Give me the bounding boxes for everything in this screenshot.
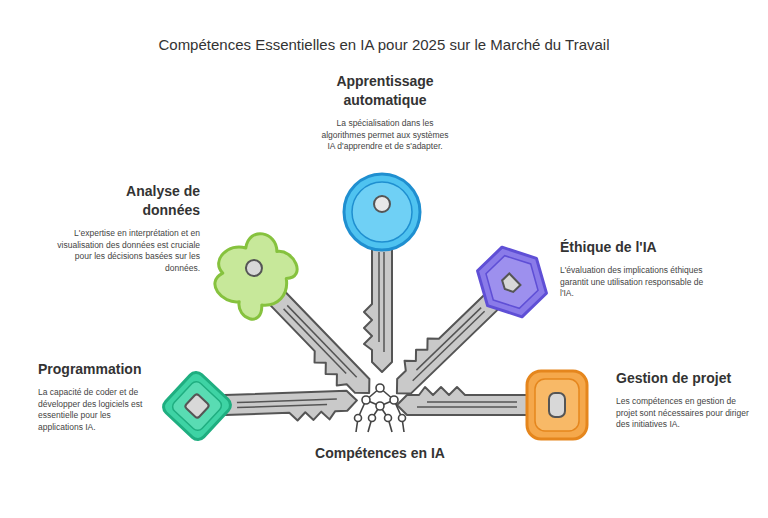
skill-heading: Éthique de l'IA: [560, 238, 710, 257]
skill-project: Gestion de projetLes compétences en gest…: [616, 369, 754, 431]
diagram-title: Compétences Essentielles en IA pour 2025…: [0, 36, 768, 53]
skill-data: Analyse de donnéesL'expertise en interpr…: [46, 182, 200, 274]
blue-key: [344, 174, 420, 372]
hub-label: Compétences en IA: [290, 444, 470, 463]
network-icon: [355, 384, 406, 432]
skill-heading: Apprentissage automatique: [315, 72, 455, 110]
skill-description: La capacité de coder et de développer de…: [38, 387, 150, 433]
skill-programming: Programmation La capacité de coder et de …: [38, 360, 162, 433]
skill-description: La spécialisation dans les algorithmes p…: [319, 118, 451, 153]
orange-key: [397, 371, 587, 439]
teal-key: [159, 364, 358, 444]
skill-description: L'expertise en interprétation et en visu…: [46, 228, 200, 274]
skill-description: Les compétences en gestion de projet son…: [616, 396, 750, 431]
skill-heading: Compétences en IA: [290, 444, 470, 463]
skill-heading: Programmation: [38, 360, 162, 379]
skill-heading: Gestion de projet: [616, 369, 754, 388]
skill-ml: Apprentissage automatique La spécialisati…: [300, 72, 470, 153]
skill-ethics: Éthique de l'IA L'évaluation des implicat…: [560, 238, 710, 300]
skill-description: L'évaluation des implications éthiques g…: [560, 265, 710, 300]
green-key: [201, 221, 397, 420]
skill-heading: Analyse de données: [100, 182, 200, 220]
